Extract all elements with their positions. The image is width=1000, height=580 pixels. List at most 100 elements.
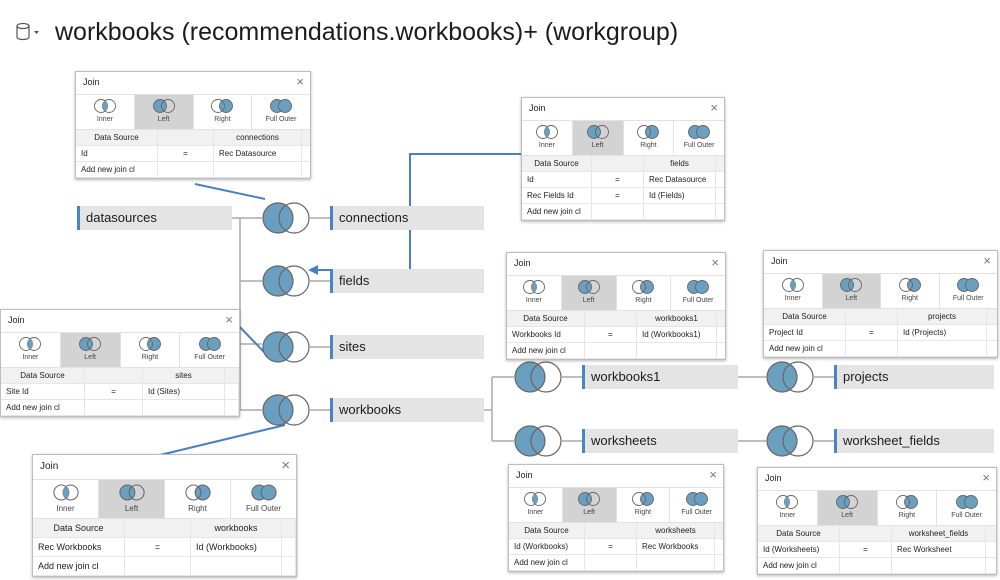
close-icon[interactable]: × bbox=[710, 100, 718, 115]
join-dialog-worksheet-fields: Join× Inner Left Right Full Outer Data S… bbox=[757, 467, 997, 575]
right-join-icon bbox=[138, 337, 161, 351]
join-type-inner[interactable]: Inner bbox=[764, 274, 823, 308]
table-worksheets[interactable]: worksheets bbox=[582, 429, 738, 453]
join-right-field[interactable]: Rec Datasource bbox=[644, 172, 716, 188]
join-operator[interactable]: = bbox=[840, 542, 892, 558]
join-operator[interactable]: = bbox=[85, 384, 143, 400]
join-icon-worksheets[interactable] bbox=[512, 424, 564, 458]
join-type-right[interactable]: Right bbox=[617, 488, 671, 522]
join-type-left[interactable]: Left bbox=[99, 480, 165, 518]
join-type-inner[interactable]: Inner bbox=[758, 491, 818, 525]
close-icon[interactable]: × bbox=[281, 457, 290, 474]
join-operator[interactable]: = bbox=[846, 325, 898, 341]
table-connections[interactable]: connections bbox=[330, 206, 484, 230]
join-type-full-outer[interactable]: Full Outer bbox=[252, 95, 310, 129]
join-left-field[interactable]: Project Id bbox=[764, 325, 846, 341]
join-type-right[interactable]: Right bbox=[194, 95, 253, 129]
table-workbooks[interactable]: workbooks bbox=[330, 398, 484, 422]
join-operator[interactable]: = bbox=[125, 538, 191, 557]
join-type-right[interactable]: Right bbox=[165, 480, 231, 518]
add-join-clause[interactable]: Add new join cl bbox=[758, 558, 840, 574]
join-type-full-outer[interactable]: Full Outer bbox=[670, 488, 723, 522]
add-join-clause[interactable]: Add new join cl bbox=[507, 343, 585, 359]
join-type-right[interactable]: Right bbox=[624, 121, 675, 155]
close-icon[interactable]: × bbox=[709, 467, 717, 482]
close-icon[interactable]: × bbox=[982, 470, 990, 485]
join-left-field[interactable]: Rec Fields Id bbox=[522, 188, 592, 204]
join-type-inner[interactable]: Inner bbox=[1, 333, 61, 367]
join-type-label: Left bbox=[841, 512, 853, 519]
join-type-left[interactable]: Left bbox=[822, 274, 881, 308]
join-type-full-outer[interactable]: Full Outer bbox=[937, 491, 996, 525]
join-type-right[interactable]: Right bbox=[878, 491, 938, 525]
join-operator[interactable]: = bbox=[158, 146, 214, 162]
table-fields[interactable]: fields bbox=[330, 269, 484, 293]
join-operator[interactable]: = bbox=[592, 188, 644, 204]
close-icon[interactable]: × bbox=[296, 74, 304, 89]
add-join-clause[interactable]: Add new join cl bbox=[1, 400, 85, 416]
join-type-full-outer[interactable]: Full Outer bbox=[674, 121, 724, 155]
join-type-left[interactable]: Left bbox=[817, 491, 878, 525]
join-right-field[interactable]: Rec Worksheet bbox=[892, 542, 986, 558]
add-join-clause[interactable]: Add new join cl bbox=[764, 341, 846, 357]
join-type-right[interactable]: Right bbox=[121, 333, 181, 367]
join-type-left[interactable]: Left bbox=[134, 95, 194, 129]
join-type-inner[interactable]: Inner bbox=[509, 488, 563, 522]
join-right-field[interactable]: Id (Workbooks1) bbox=[637, 327, 717, 343]
database-icon[interactable] bbox=[14, 22, 42, 42]
table-workbooks1[interactable]: workbooks1 bbox=[582, 365, 738, 389]
join-left-field[interactable]: Id (Workbooks) bbox=[509, 539, 585, 555]
join-left-field[interactable]: Rec Workbooks bbox=[33, 538, 125, 557]
close-icon[interactable]: × bbox=[225, 312, 233, 327]
join-type-inner[interactable]: Inner bbox=[522, 121, 573, 155]
add-join-clause[interactable]: Add new join cl bbox=[76, 162, 158, 178]
join-icon-connections[interactable] bbox=[260, 201, 312, 235]
join-type-left[interactable]: Left bbox=[60, 333, 121, 367]
join-type-left[interactable]: Left bbox=[562, 488, 617, 522]
join-right-field[interactable]: Id (Workbooks) bbox=[191, 538, 282, 557]
join-right-field[interactable]: Rec Datasource bbox=[214, 146, 302, 162]
join-operator[interactable]: = bbox=[585, 539, 637, 555]
close-icon[interactable]: × bbox=[983, 253, 991, 268]
join-icon-sites[interactable] bbox=[260, 330, 312, 364]
join-icon-fields[interactable] bbox=[260, 264, 312, 298]
join-icon-worksheet-fields[interactable] bbox=[764, 424, 816, 458]
join-right-field[interactable]: Id (Projects) bbox=[898, 325, 987, 341]
join-right-field[interactable]: Id (Fields) bbox=[644, 188, 716, 204]
join-left-field[interactable]: Id bbox=[76, 146, 158, 162]
join-icon-projects[interactable] bbox=[764, 360, 816, 394]
join-type-full-outer[interactable]: Full Outer bbox=[180, 333, 239, 367]
join-type-full-outer[interactable]: Full Outer bbox=[231, 480, 296, 518]
table-projects[interactable]: projects bbox=[834, 365, 994, 389]
join-type-inner[interactable]: Inner bbox=[507, 276, 562, 310]
page-title[interactable]: workbooks (recommendations.workbooks)+ (… bbox=[55, 18, 679, 46]
join-right-field[interactable]: Id (Sites) bbox=[143, 384, 225, 400]
add-join-clause[interactable]: Add new join cl bbox=[509, 555, 585, 571]
close-icon[interactable]: × bbox=[711, 255, 719, 270]
join-type-full-outer[interactable]: Full Outer bbox=[671, 276, 725, 310]
table-worksheet-fields[interactable]: worksheet_fields bbox=[834, 429, 994, 453]
join-operator[interactable]: = bbox=[592, 172, 644, 188]
join-type-left[interactable]: Left bbox=[561, 276, 617, 310]
join-type-right[interactable]: Right bbox=[617, 276, 672, 310]
join-left-field[interactable]: Workbooks Id bbox=[507, 327, 585, 343]
add-join-clause[interactable]: Add new join cl bbox=[33, 557, 125, 576]
join-type-inner[interactable]: Inner bbox=[76, 95, 135, 129]
table-sites[interactable]: sites bbox=[330, 335, 484, 359]
join-type-inner[interactable]: Inner bbox=[33, 480, 99, 518]
join-icon-workbooks[interactable] bbox=[260, 393, 312, 427]
join-left-field[interactable]: Id bbox=[522, 172, 592, 188]
join-type-left[interactable]: Left bbox=[572, 121, 624, 155]
add-join-clause[interactable]: Add new join cl bbox=[522, 204, 592, 220]
table-datasources[interactable]: datasources bbox=[77, 206, 232, 230]
join-left-field[interactable]: Site Id bbox=[1, 384, 85, 400]
dialog-title: Join bbox=[83, 77, 100, 87]
dialog-title: Join bbox=[765, 473, 782, 483]
join-dialog-workbooks: Join× Inner Left Right Full Outer Data S… bbox=[32, 454, 297, 577]
join-type-full-outer[interactable]: Full Outer bbox=[940, 274, 998, 308]
join-operator[interactable]: = bbox=[585, 327, 637, 343]
join-right-field[interactable]: Rec Workbooks bbox=[637, 539, 715, 555]
join-left-field[interactable]: Id (Worksheets) bbox=[758, 542, 840, 558]
join-icon-workbooks1[interactable] bbox=[512, 360, 564, 394]
join-type-right[interactable]: Right bbox=[881, 274, 940, 308]
